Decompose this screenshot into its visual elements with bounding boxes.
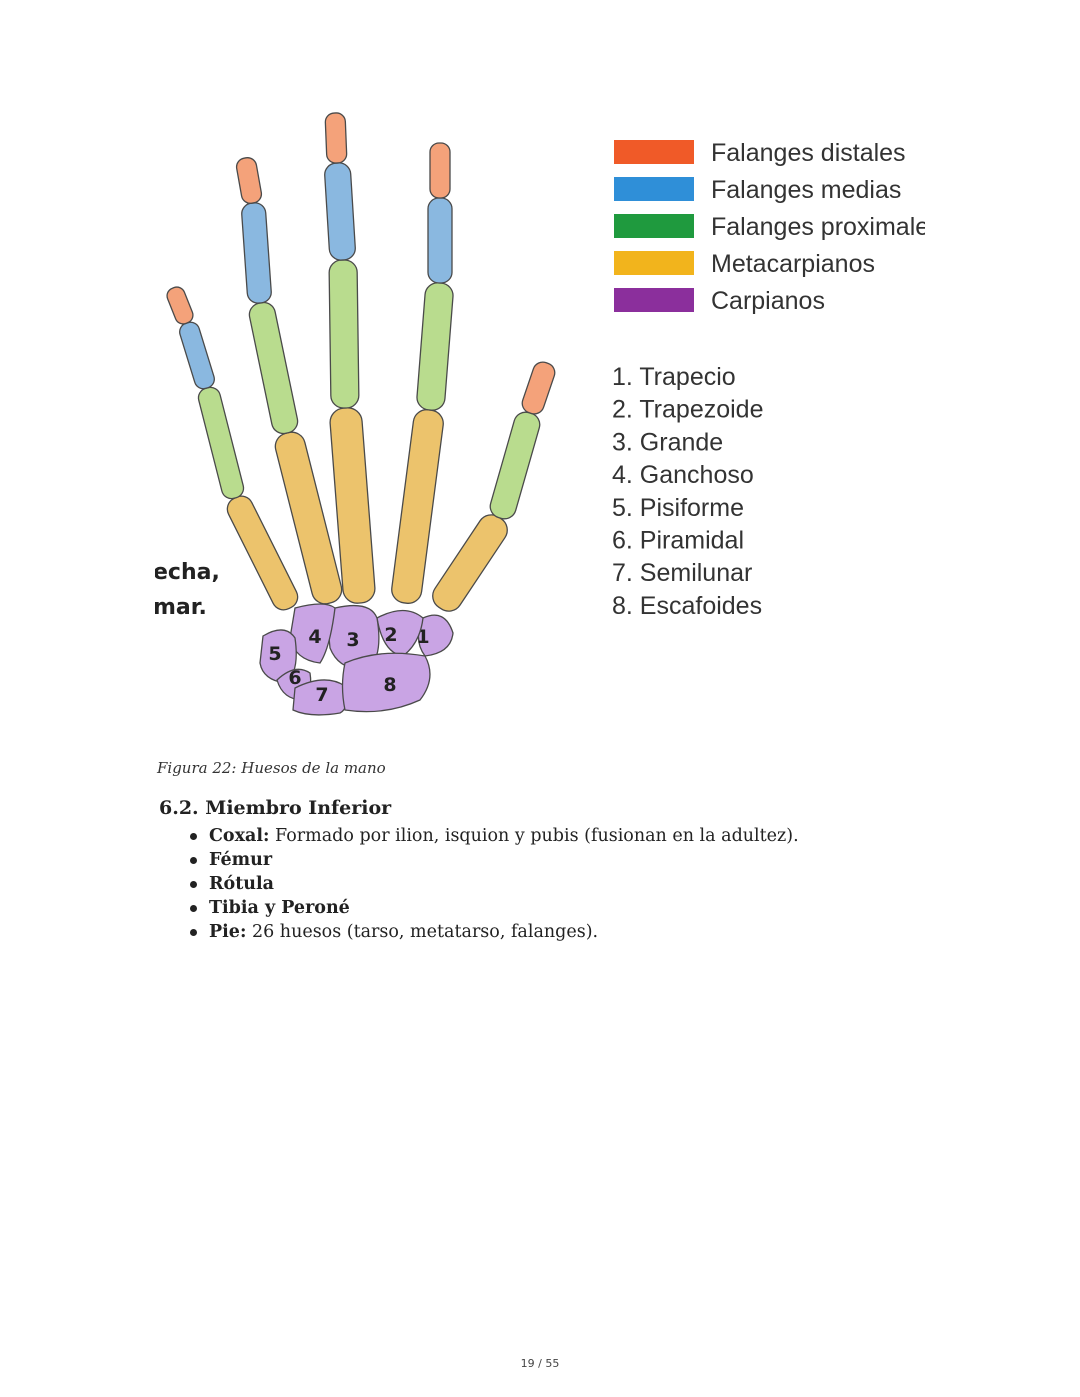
cropped-text-line-1: echa,	[155, 560, 220, 585]
list-item-term: Pie:	[209, 922, 247, 942]
carpal-bone-8	[341, 652, 431, 713]
hand-skeleton-illustration	[166, 112, 556, 612]
carpal-list-item: 7. Semilunar	[612, 559, 752, 587]
carpal-list-item: 3. Grande	[612, 428, 723, 456]
list-item-term: Fémur	[209, 850, 273, 870]
list-item: Tibia y Peroné	[185, 896, 799, 920]
legend-label: Falanges distales	[711, 139, 906, 167]
carpal-number-label: 2	[384, 624, 397, 646]
bone-ring-2	[248, 301, 299, 435]
legend-swatch	[614, 251, 694, 275]
carpal-bone-1	[417, 614, 454, 657]
bone-middle-3	[324, 162, 356, 261]
carpal-number-label: 6	[288, 667, 301, 689]
legend-swatch	[614, 214, 694, 238]
lower-limb-bone-list: Coxal: Formado por ilion, isquion y pubi…	[185, 824, 799, 944]
list-item: Rótula	[185, 872, 799, 896]
carpal-bones-list: 1. Trapecio 2. Trapezoide 3. Grande 4. Ganc…	[612, 363, 764, 620]
bone-index-2	[416, 282, 454, 411]
legend-label: Falanges medias	[711, 176, 901, 204]
bone-thumb-2	[489, 411, 541, 520]
cropped-text-line-2: mar.	[155, 595, 207, 620]
carpal-number-label: 7	[315, 684, 328, 706]
list-item: Pie: 26 huesos (tarso, metatarso, falang…	[185, 920, 799, 944]
carpal-list-item: 8. Escafoides	[612, 592, 762, 620]
carpal-list-item: 5. Pisiforme	[612, 494, 744, 522]
bone-index-3	[427, 197, 453, 284]
bone-ring-4	[235, 157, 263, 204]
carpal-list-item: 6. Piramidal	[612, 527, 744, 555]
bone-little-2	[197, 386, 245, 500]
bone-little-4	[166, 286, 194, 325]
carpal-list-item: 4. Ganchoso	[612, 461, 754, 489]
carpal-bone-4	[289, 603, 336, 664]
carpal-number-label: 4	[308, 626, 321, 648]
list-item-term: Rótula	[209, 874, 275, 894]
legend-swatch	[614, 140, 694, 164]
carpal-list-item: 2. Trapezoide	[612, 396, 764, 424]
page-number: 19 / 55	[520, 1357, 560, 1370]
section-title: 6.2. Miembro Inferior	[159, 797, 392, 819]
bone-ring-3	[241, 202, 272, 304]
bone-thumb-3	[521, 361, 556, 415]
legend-swatch	[614, 177, 694, 201]
legend-label: Metacarpianos	[711, 250, 875, 278]
carpal-number-label: 5	[268, 643, 281, 665]
list-item-term: Tibia y Peroné	[209, 898, 350, 918]
list-item: Coxal: Formado por ilion, isquion y pubi…	[185, 824, 799, 848]
list-item-term: Coxal:	[209, 826, 270, 846]
bone-index-1	[391, 409, 444, 604]
list-item-desc: Formado por ilion, isquion y pubis (fusi…	[269, 826, 799, 846]
bone-index-4	[429, 142, 451, 199]
carpal-number-label: 3	[346, 629, 359, 651]
bone-little-3	[179, 321, 215, 390]
list-item-desc: 26 huesos (tarso, metatarso, falanges).	[246, 922, 599, 942]
legend-label: Falanges proximales	[711, 213, 925, 241]
carpal-list-item: 1. Trapecio	[612, 363, 736, 391]
bone-thumb-1	[432, 514, 508, 612]
figure-caption: Figura 22: Huesos de la mano	[157, 759, 386, 777]
legend-label: Carpianos	[711, 287, 825, 315]
bone-middle-2	[328, 259, 360, 409]
legend-swatch	[614, 288, 694, 312]
bone-little-1	[226, 495, 299, 611]
carpal-bone-2	[376, 609, 424, 657]
list-item: Fémur	[185, 848, 799, 872]
carpal-number-label: 8	[383, 674, 396, 696]
bone-middle-4	[324, 112, 348, 164]
